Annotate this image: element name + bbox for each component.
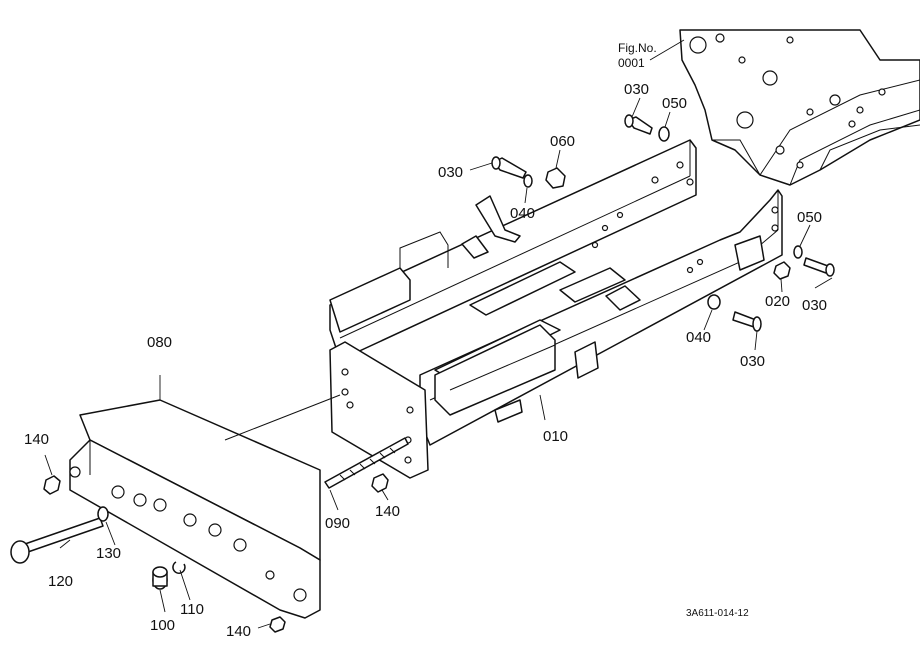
callout-030-left-rail: 030 bbox=[438, 164, 463, 181]
engine-block bbox=[649, 29, 920, 186]
callout-120: 120 bbox=[48, 573, 73, 590]
bolt-060 bbox=[545, 167, 566, 189]
callout-060: 060 bbox=[550, 133, 575, 150]
callout-110: 110 bbox=[180, 601, 204, 618]
drawing-code: 3A611-014-12 bbox=[686, 608, 749, 619]
bolt-030-right bbox=[732, 311, 762, 332]
bolt-030-top bbox=[624, 114, 653, 135]
bolt-030-rear bbox=[803, 257, 835, 277]
nut-140-bottom bbox=[269, 616, 286, 633]
washer-050-rear bbox=[793, 245, 803, 259]
callout-030-rear: 030 bbox=[802, 297, 827, 314]
washer-040-right bbox=[707, 294, 721, 310]
callout-050-rear: 050 bbox=[797, 209, 822, 226]
callout-040-right: 040 bbox=[686, 329, 711, 346]
stud-bolt bbox=[324, 437, 409, 489]
nut-140-center bbox=[371, 473, 389, 493]
figure-label: Fig.No. bbox=[618, 41, 657, 55]
figure-number: 0001 bbox=[618, 56, 645, 70]
spring-washer-110 bbox=[172, 561, 186, 574]
leader-lines bbox=[44, 97, 833, 629]
bolt-030-left-rail bbox=[491, 156, 527, 179]
callout-130: 130 bbox=[96, 545, 121, 562]
callout-080: 080 bbox=[147, 334, 172, 351]
callout-140-center: 140 bbox=[375, 503, 400, 520]
callout-040-left-rail: 040 bbox=[510, 205, 535, 222]
washer-040-left-rail bbox=[523, 174, 533, 188]
callout-050-top: 050 bbox=[662, 95, 687, 112]
callout-090: 090 bbox=[325, 515, 350, 532]
callout-010: 010 bbox=[543, 428, 568, 445]
nut-140-left bbox=[43, 475, 61, 495]
callout-100: 100 bbox=[150, 617, 175, 634]
spacer-100 bbox=[152, 566, 168, 590]
front-bracket bbox=[69, 394, 341, 619]
washer-050-top bbox=[658, 126, 670, 142]
callout-020-rear: 020 bbox=[765, 293, 790, 310]
callout-030-right: 030 bbox=[740, 353, 765, 370]
washer-130 bbox=[97, 506, 109, 522]
callout-140-bottom: 140 bbox=[226, 623, 251, 640]
nut-020-rear bbox=[773, 261, 791, 280]
callout-140-left: 140 bbox=[24, 431, 49, 448]
long-bolt bbox=[10, 517, 104, 564]
callout-030-top: 030 bbox=[624, 81, 649, 98]
